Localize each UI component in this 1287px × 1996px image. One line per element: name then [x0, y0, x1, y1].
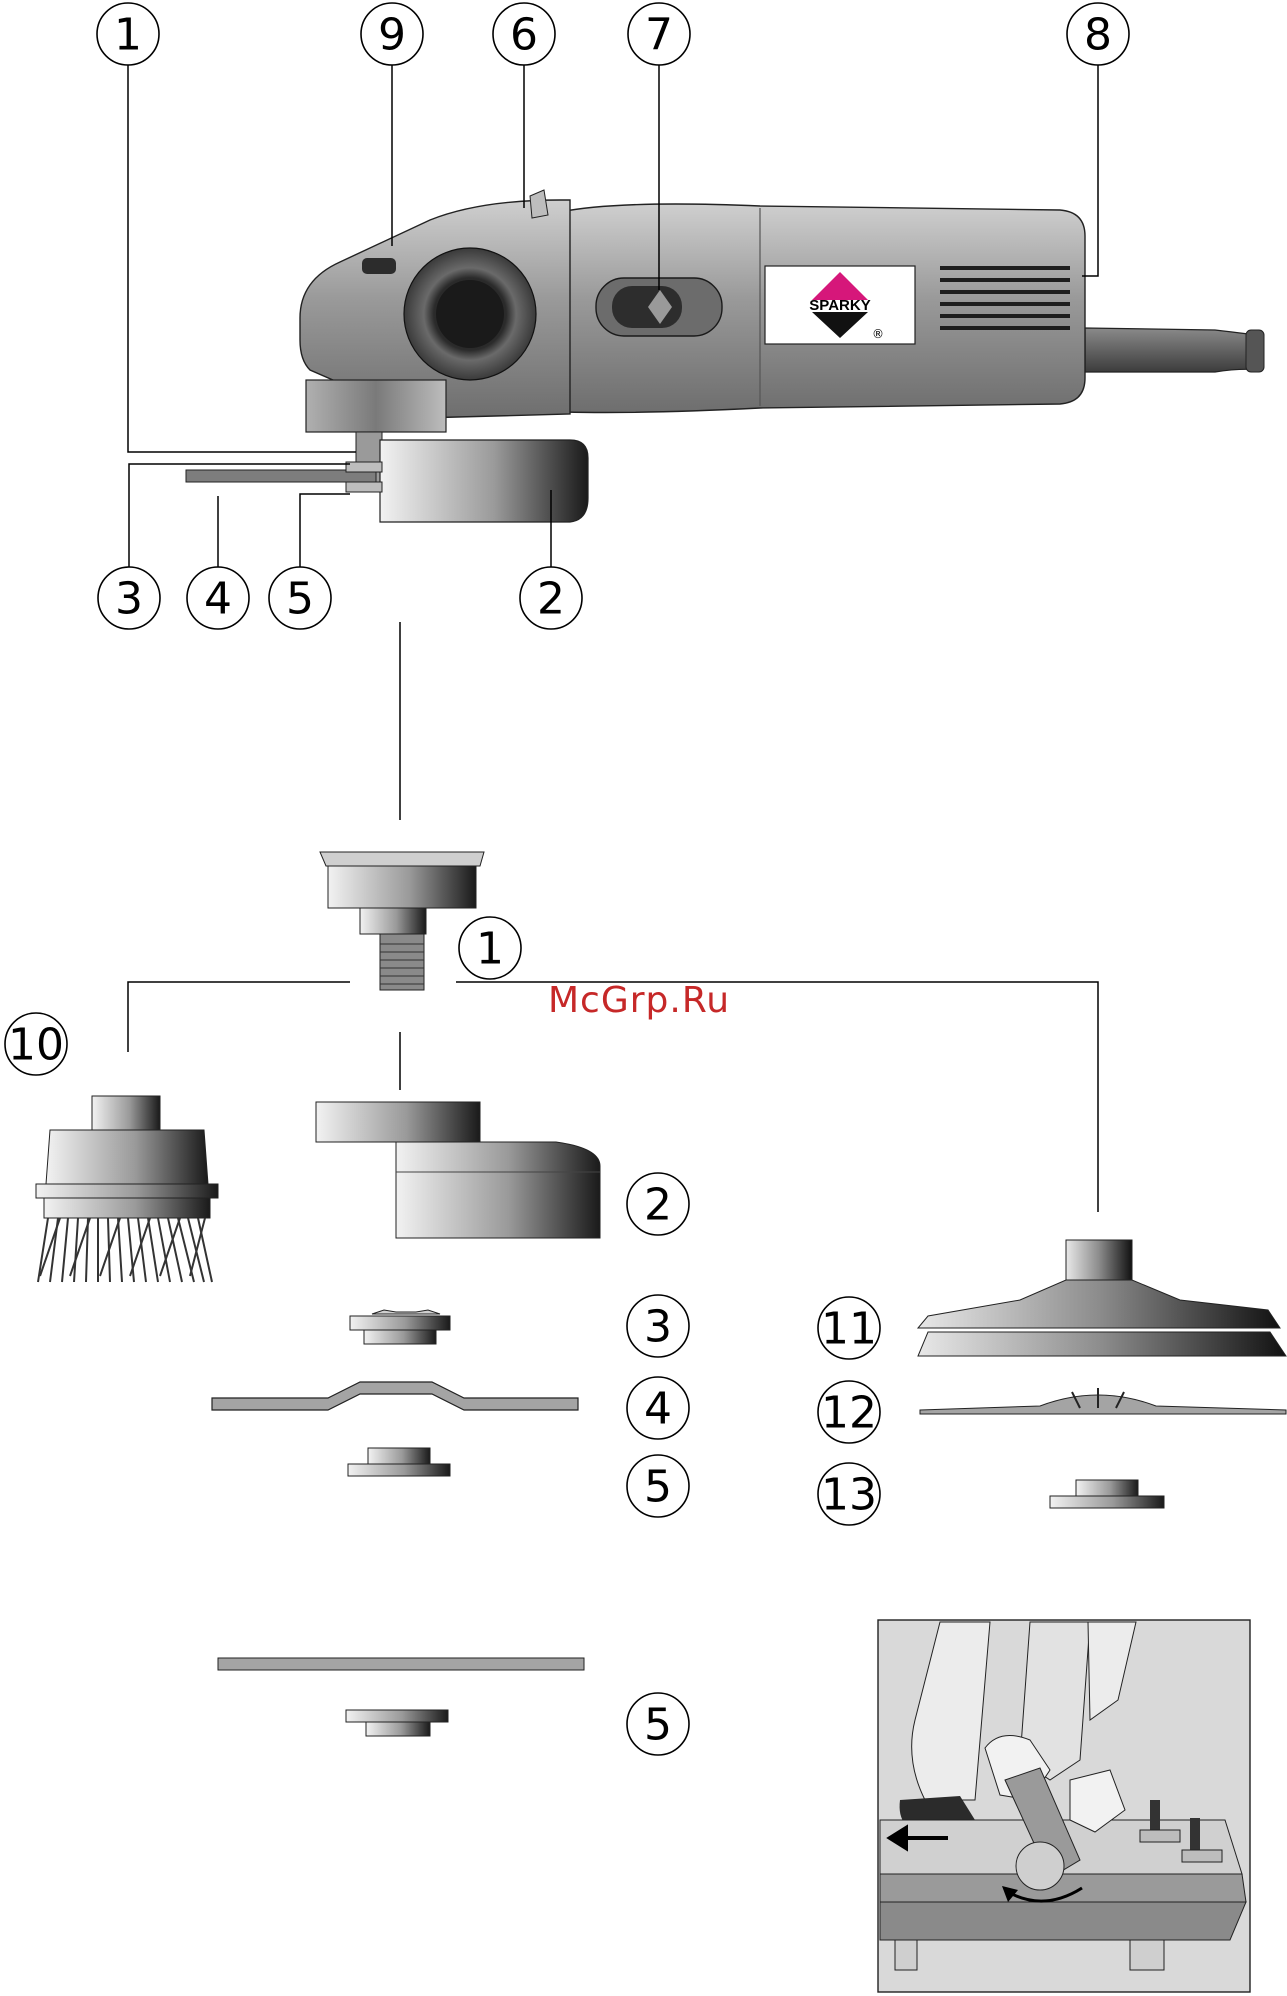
svg-text:9: 9 [378, 10, 406, 61]
callout-11: 11 [818, 1297, 880, 1359]
svg-text:3: 3 [115, 574, 143, 625]
angle-grinder-icon: SPARKY ® [186, 190, 1264, 522]
wire-cup-brush-icon [36, 1096, 218, 1282]
cutting-scene-icon [878, 1620, 1250, 1992]
callout-6: 6 [493, 3, 555, 65]
svg-text:5: 5 [286, 574, 314, 625]
svg-text:4: 4 [204, 574, 232, 625]
callout-9: 9 [361, 3, 423, 65]
backing-pad-icon [918, 1240, 1286, 1356]
svg-text:2: 2 [644, 1180, 672, 1231]
leader-lines-top [128, 56, 1098, 820]
grinding-disc-part [212, 1382, 578, 1410]
callout-1-top: 1 [97, 3, 159, 65]
sanding-disc-part [920, 1388, 1286, 1414]
brand-logo-text: SPARKY [809, 297, 870, 314]
cutting-disc-part [218, 1658, 584, 1670]
cutting-disc-nut-part [346, 1710, 448, 1736]
callout-3: 3 [627, 1295, 689, 1357]
callout-8: 8 [1067, 3, 1129, 65]
callout-5: 5 [627, 1455, 689, 1517]
callout-5-top: 5 [269, 567, 331, 629]
svg-text:4: 4 [644, 1384, 672, 1435]
svg-text:1: 1 [114, 10, 142, 61]
inner-flange-part [350, 1310, 450, 1344]
callout-4-top: 4 [187, 567, 249, 629]
watermark-text: McGrp.Ru [548, 980, 730, 1021]
svg-text:12: 12 [821, 1388, 877, 1439]
svg-text:13: 13 [821, 1470, 877, 1521]
pad-nut-part [1050, 1480, 1164, 1508]
callout-3-top: 3 [98, 567, 160, 629]
callout-5-bottom: 5 [627, 1693, 689, 1755]
svg-text:8: 8 [1084, 10, 1112, 61]
flange-nut-part [348, 1448, 450, 1476]
spindle-assembly [320, 852, 484, 990]
callout-12: 12 [818, 1381, 880, 1443]
callout-2-mid: 2 [627, 1173, 689, 1235]
svg-text:5: 5 [644, 1462, 672, 1513]
svg-text:2: 2 [537, 574, 565, 625]
svg-text:5: 5 [644, 1700, 672, 1751]
callout-2-top: 2 [520, 567, 582, 629]
svg-text:7: 7 [645, 10, 673, 61]
callout-7: 7 [628, 3, 690, 65]
callout-1-mid: 1 [459, 917, 521, 979]
callout-4: 4 [627, 1377, 689, 1439]
callout-13: 13 [818, 1463, 880, 1525]
svg-text:3: 3 [644, 1302, 672, 1353]
svg-text:1: 1 [476, 924, 504, 975]
callout-10: 10 [5, 1013, 67, 1075]
svg-text:11: 11 [821, 1304, 877, 1355]
svg-text:10: 10 [8, 1020, 64, 1071]
svg-text:6: 6 [510, 10, 538, 61]
guard-part [316, 1102, 600, 1238]
registered-mark: ® [872, 327, 884, 341]
